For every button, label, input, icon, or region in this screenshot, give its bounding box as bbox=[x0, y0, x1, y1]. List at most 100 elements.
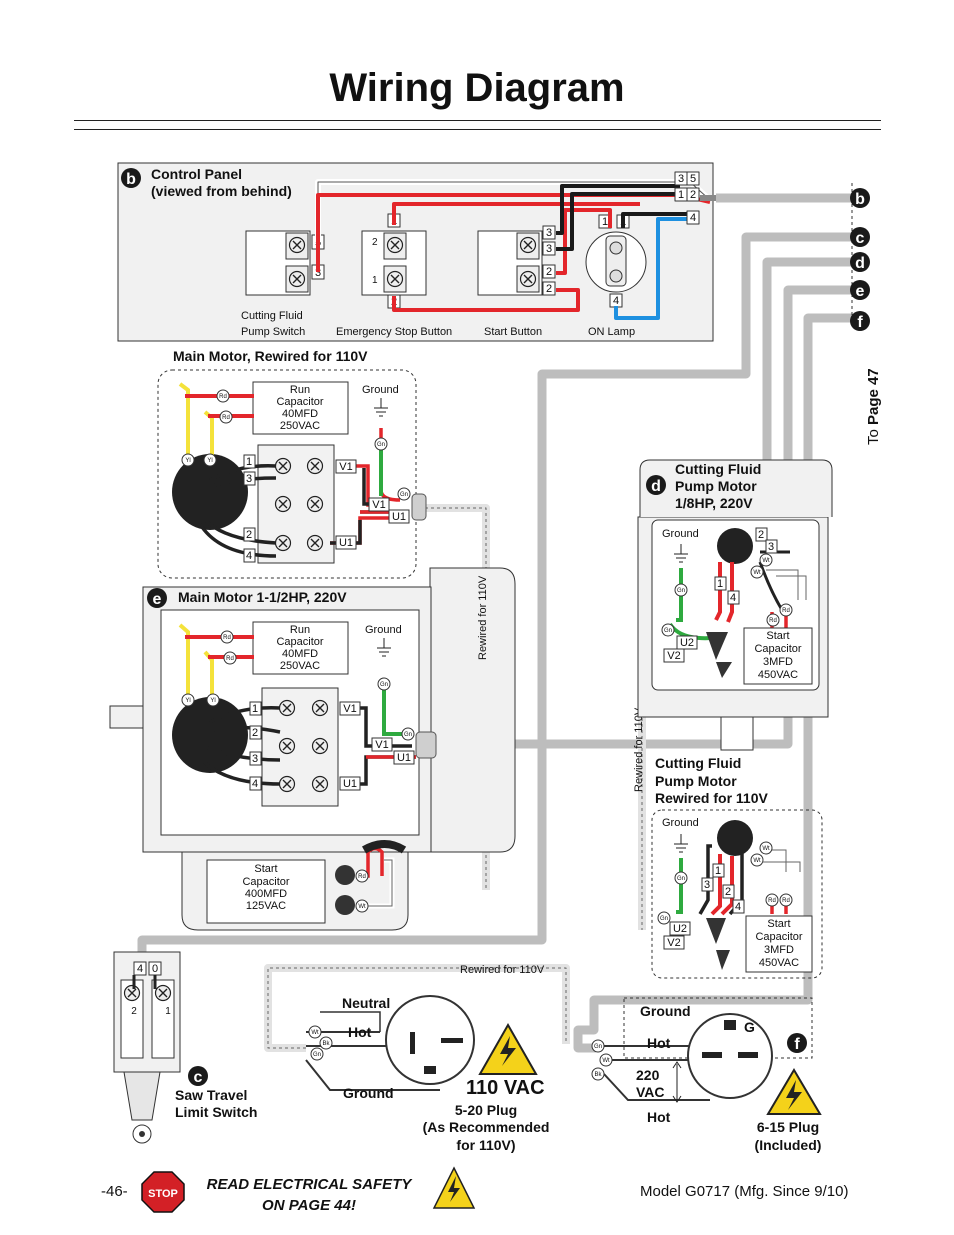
on-lamp-label: ON Lamp bbox=[588, 326, 635, 338]
svg-text:V2: V2 bbox=[667, 650, 680, 662]
vac-220-label-1: 220 bbox=[636, 1067, 660, 1083]
page-title: Wiring Diagram bbox=[329, 66, 625, 110]
ground-pump-110-label: Ground bbox=[662, 817, 699, 829]
start-cap-3-220-line3: 3MFD bbox=[763, 656, 793, 668]
wire-tag-green: Gn bbox=[674, 871, 688, 885]
svg-text:2: 2 bbox=[546, 283, 552, 295]
start-cap-3-220-line1: Start bbox=[766, 630, 789, 642]
svg-text:3: 3 bbox=[678, 173, 684, 185]
svg-text:3: 3 bbox=[704, 879, 710, 891]
wire-tag-yellow: Yl bbox=[203, 453, 217, 467]
run-cap-110-line3: 40MFD bbox=[282, 408, 318, 420]
wire-tag-red: Rd bbox=[219, 410, 233, 424]
plug-615-caption-1: 6-15 Plug bbox=[757, 1119, 819, 1135]
wire-tag-red: Rd bbox=[216, 389, 230, 403]
svg-text:Wt: Wt bbox=[753, 570, 761, 576]
svg-text:b: b bbox=[126, 171, 136, 188]
wire-tag-red: Rd bbox=[765, 893, 779, 907]
start-cap-3-110-line2: Capacitor bbox=[755, 931, 802, 943]
estop-label: Emergency Stop Button bbox=[336, 326, 452, 338]
wire-tag-red: Rd bbox=[779, 603, 793, 617]
start-cap-3-110-line1: Start bbox=[767, 918, 790, 930]
svg-text:Gn: Gn bbox=[594, 1044, 602, 1050]
wire-tag-green: Gn bbox=[377, 677, 391, 691]
svg-text:V1: V1 bbox=[375, 739, 388, 751]
main-motor-220-box: Run Capacitor 40MFD 250VAC Ground 1 2 3 … bbox=[109, 567, 516, 931]
run-cap-220-line3: 40MFD bbox=[282, 648, 318, 660]
wire-tag-red: Rd bbox=[779, 893, 793, 907]
ground-pump-220-label: Ground bbox=[662, 528, 699, 540]
rewired-label-pump: Rewired for 110V bbox=[633, 707, 645, 792]
pump-switch-label-1: Cutting Fluid bbox=[241, 310, 303, 322]
svg-text:Gn: Gn bbox=[380, 682, 388, 688]
svg-text:Gn: Gn bbox=[660, 916, 668, 922]
svg-text:To Page 47: To Page 47 bbox=[865, 368, 882, 445]
svg-text:3: 3 bbox=[315, 267, 321, 279]
neutral-label: Neutral bbox=[342, 995, 390, 1011]
svg-text:5: 5 bbox=[690, 173, 696, 185]
svg-text:Wt: Wt bbox=[762, 558, 770, 564]
wire-tag-green: Gn bbox=[591, 1039, 605, 1053]
svg-text:Bk: Bk bbox=[594, 1072, 602, 1078]
wire-tag-green: Gn bbox=[401, 727, 415, 741]
wire-tag-green: Gn bbox=[374, 437, 388, 451]
svg-text:4: 4 bbox=[690, 212, 696, 224]
svg-text:2: 2 bbox=[690, 189, 696, 201]
main-motor-220-title: Main Motor 1-1/2HP, 220V bbox=[178, 589, 347, 605]
title-rule-bottom bbox=[74, 129, 881, 130]
pump-110-title-1: Cutting Fluid bbox=[655, 755, 741, 771]
start-button-label: Start Button bbox=[484, 326, 542, 338]
run-cap-110-line1: Run bbox=[290, 384, 310, 396]
start-cap-400-line1: Start bbox=[254, 863, 277, 875]
start-cap-400-line3: 400MFD bbox=[245, 888, 287, 900]
start-cap-3-110-line3: 3MFD bbox=[764, 944, 794, 956]
svg-text:2: 2 bbox=[372, 237, 378, 248]
svg-text:V1: V1 bbox=[372, 499, 385, 511]
limit-switch-label-1: Saw Travel bbox=[175, 1087, 247, 1103]
svg-text:2: 2 bbox=[758, 529, 764, 541]
badge-f: f bbox=[787, 1033, 807, 1053]
svg-text:3: 3 bbox=[546, 243, 552, 255]
svg-text:Gn: Gn bbox=[400, 492, 408, 498]
svg-text:Rewired for 110V: Rewired for 110V bbox=[633, 707, 645, 792]
wire-tag-red: Rd bbox=[766, 613, 780, 627]
wire-tag-white: Wt bbox=[750, 853, 764, 867]
svg-text:2: 2 bbox=[131, 1006, 137, 1017]
svg-text:2: 2 bbox=[546, 266, 552, 278]
svg-text:Wt: Wt bbox=[762, 846, 770, 852]
badge-e: e bbox=[147, 588, 167, 608]
voltage-110-label: 110 VAC bbox=[466, 1077, 545, 1099]
connector-badge-c: c bbox=[850, 227, 870, 247]
main-motor-110-title: Main Motor, Rewired for 110V bbox=[173, 348, 368, 364]
main-motor-110-box: Run Capacitor 40MFD 250VAC Ground 1 3 2 … bbox=[157, 369, 427, 579]
pump-220-title-1: Cutting Fluid bbox=[675, 461, 761, 477]
svg-text:Yl: Yl bbox=[185, 458, 190, 464]
svg-text:d: d bbox=[855, 255, 865, 272]
svg-text:3: 3 bbox=[768, 541, 774, 553]
limit-switch-label-2: Limit Switch bbox=[175, 1104, 257, 1120]
svg-text:0: 0 bbox=[152, 963, 158, 975]
wire-tag-white: Wt bbox=[355, 899, 369, 913]
svg-text:c: c bbox=[194, 1069, 203, 1086]
svg-text:1: 1 bbox=[715, 865, 721, 877]
run-cap-220-line4: 250VAC bbox=[280, 660, 320, 672]
badge-b: b bbox=[121, 168, 141, 188]
svg-text:Yl: Yl bbox=[207, 458, 212, 464]
svg-text:4: 4 bbox=[735, 901, 741, 913]
pump-220-title-3: 1/8HP, 220V bbox=[675, 495, 753, 511]
ground-label-520: Ground bbox=[343, 1085, 394, 1101]
svg-text:U1: U1 bbox=[397, 752, 411, 764]
svg-text:3: 3 bbox=[246, 473, 252, 485]
svg-text:4: 4 bbox=[252, 778, 258, 790]
control-panel-title: Control Panel bbox=[151, 166, 242, 182]
svg-text:Rd: Rd bbox=[226, 656, 234, 662]
connector-badge-e: e bbox=[850, 280, 870, 300]
svg-text:2: 2 bbox=[246, 529, 252, 541]
safety-notice: READ ELECTRICAL SAFETY ON PAGE 44! bbox=[193, 1174, 425, 1216]
wire-tag-white: Wt bbox=[750, 565, 764, 579]
wire-tag-yellow: Yl bbox=[181, 453, 195, 467]
svg-text:1: 1 bbox=[372, 275, 378, 286]
svg-text:b: b bbox=[855, 191, 865, 208]
